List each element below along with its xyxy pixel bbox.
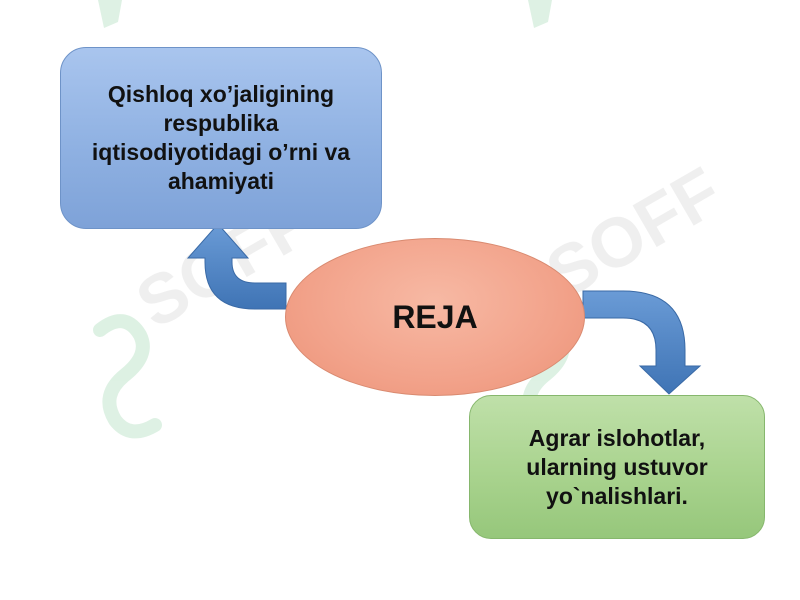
top-box-text: Qishloq xo’jaligining respublika iqtisod… [91, 81, 351, 194]
center-label: REJA [392, 298, 478, 335]
bottom-box-text: Agrar islohotlar, ularning ustuvor yo`na… [526, 424, 708, 509]
arrow-to-top-box [186, 223, 287, 310]
arrow-to-bottom-box [582, 290, 702, 395]
bottom-box: Agrar islohotlar, ularning ustuvor yo`na… [469, 395, 765, 539]
top-box: Qishloq xo’jaligining respublika iqtisod… [60, 47, 382, 229]
center-ellipse: REJA [285, 238, 585, 396]
